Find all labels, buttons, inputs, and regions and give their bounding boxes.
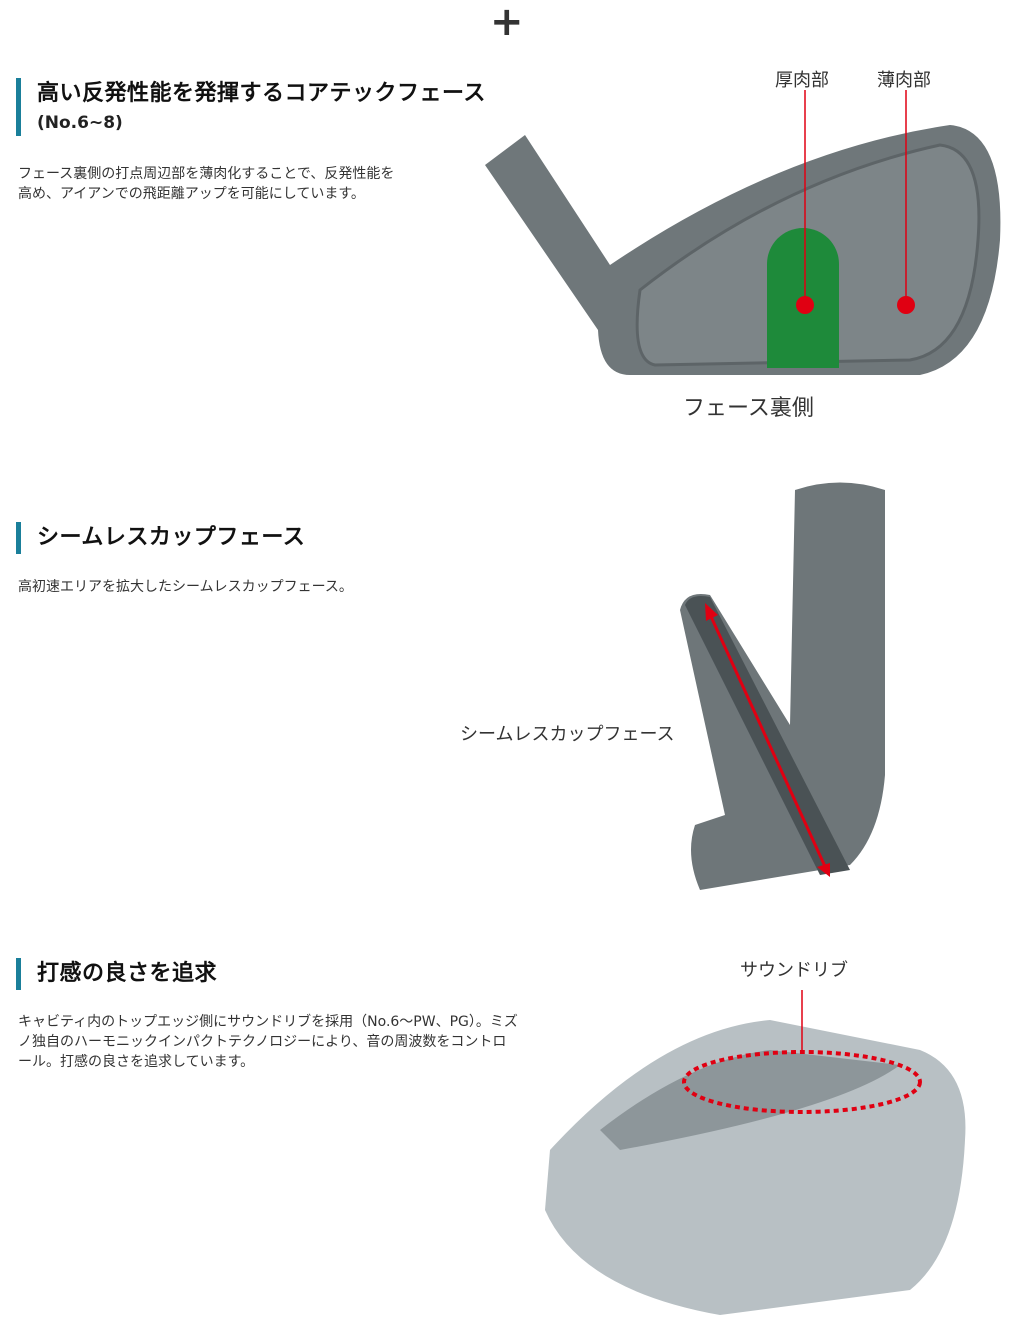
plus-icon: + xyxy=(490,0,524,45)
section-title: 打感の良さを追求 xyxy=(37,961,218,986)
face-back-caption: フェース裏側 xyxy=(683,396,814,421)
face-back-illustration xyxy=(485,90,1001,375)
sound-rib-caption: サウンドリブ xyxy=(740,960,848,981)
section-title: シームレスカップフェース xyxy=(37,525,306,550)
section-description: 高初速エリアを拡大したシームレスカップフェース。 xyxy=(18,579,353,595)
section-heading-feel: 打感の良さを追求 xyxy=(16,958,217,990)
section-description: フェース裏側の打点周辺部を薄肉化することで、反発性能を高め、アイアンでの飛距離ア… xyxy=(18,166,395,202)
thin-part-label: 薄肉部 xyxy=(877,70,931,91)
section-description: キャビティ内のトップエッジ側にサウンドリブを採用（No.6～PW、PG）。ミズノ… xyxy=(18,1014,518,1070)
cup-face-illustration xyxy=(680,482,885,890)
section-heading-coretech: 高い反発性能を発揮するコアテックフェース (No.6~8) xyxy=(16,78,486,136)
sound-rib-illustration xyxy=(545,990,966,1315)
cup-face-caption: シームレスカップフェース xyxy=(460,724,675,745)
section-heading-cupface: シームレスカップフェース xyxy=(16,522,305,554)
section-subtitle: (No.6~8) xyxy=(37,113,123,133)
section-title: 高い反発性能を発揮するコアテックフェース xyxy=(37,81,486,106)
thick-part-label: 厚肉部 xyxy=(775,70,829,91)
